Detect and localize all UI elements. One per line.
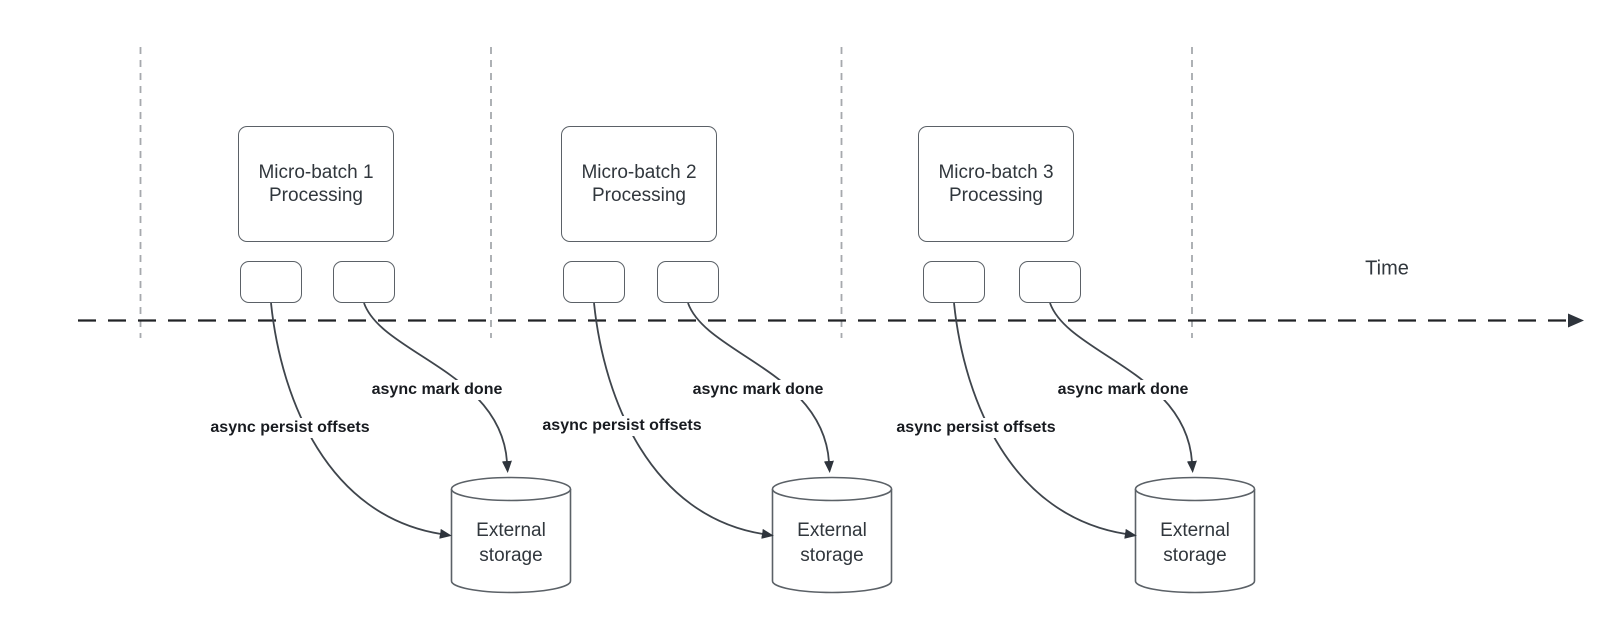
mark-done-task-box-1	[333, 261, 395, 303]
persist-offsets-arrow-2	[593, 302, 774, 539]
persist-task-box-3	[923, 261, 985, 303]
mark-done-arrow-2	[687, 302, 834, 473]
micro-batch-2-title: Micro-batch 2	[581, 162, 697, 183]
micro-batch-3-subtitle: Processing	[949, 185, 1043, 206]
micro-batch-2-box: Micro-batch 2 Processing	[561, 126, 717, 242]
external-storage-label-3-line1: External	[1160, 520, 1230, 541]
external-storage-label-2-line2: storage	[800, 545, 864, 566]
micro-batch-1-box: Micro-batch 1 Processing	[238, 126, 394, 242]
micro-batch-1-subtitle: Processing	[269, 185, 363, 206]
external-storage-label-3: External storage	[1160, 518, 1230, 568]
storage-cylinder-1	[450, 476, 572, 594]
external-storage-label-2-line1: External	[797, 520, 867, 541]
external-storage-label-3-line2: storage	[1163, 545, 1227, 566]
external-storage-label-2: External storage	[797, 518, 867, 568]
mark-done-task-box-3	[1019, 261, 1081, 303]
persist-offsets-label-3: async persist offsets	[893, 418, 1059, 438]
external-storage-label-1-line1: External	[476, 520, 546, 541]
persist-offsets-label-1: async persist offsets	[207, 418, 373, 438]
storage-cylinder-3	[1134, 476, 1256, 594]
mark-done-label-3: async mark done	[1054, 380, 1192, 400]
persist-task-box-2	[563, 261, 625, 303]
micro-batch-1-title: Micro-batch 1	[258, 162, 374, 183]
persist-offsets-label-2: async persist offsets	[539, 416, 705, 436]
micro-batch-3-box: Micro-batch 3 Processing	[918, 126, 1074, 242]
persist-offsets-arrow-3	[953, 302, 1137, 539]
storage-cylinder-2	[771, 476, 893, 594]
persist-offsets-arrow-1	[270, 302, 452, 539]
mark-done-task-box-2	[657, 261, 719, 303]
micro-batch-2-subtitle: Processing	[592, 185, 686, 206]
persist-task-box-1	[240, 261, 302, 303]
mark-done-label-1: async mark done	[368, 380, 506, 400]
mark-done-arrow-1	[363, 302, 512, 473]
time-label: Time	[1365, 257, 1409, 280]
external-storage-label-1: External storage	[476, 518, 546, 568]
micro-batch-3-title: Micro-batch 3	[938, 162, 1054, 183]
mark-done-arrow-3	[1049, 302, 1197, 473]
external-storage-label-1-line2: storage	[479, 545, 543, 566]
mark-done-label-2: async mark done	[689, 380, 827, 400]
time-axis-arrowhead-icon	[1568, 313, 1584, 328]
